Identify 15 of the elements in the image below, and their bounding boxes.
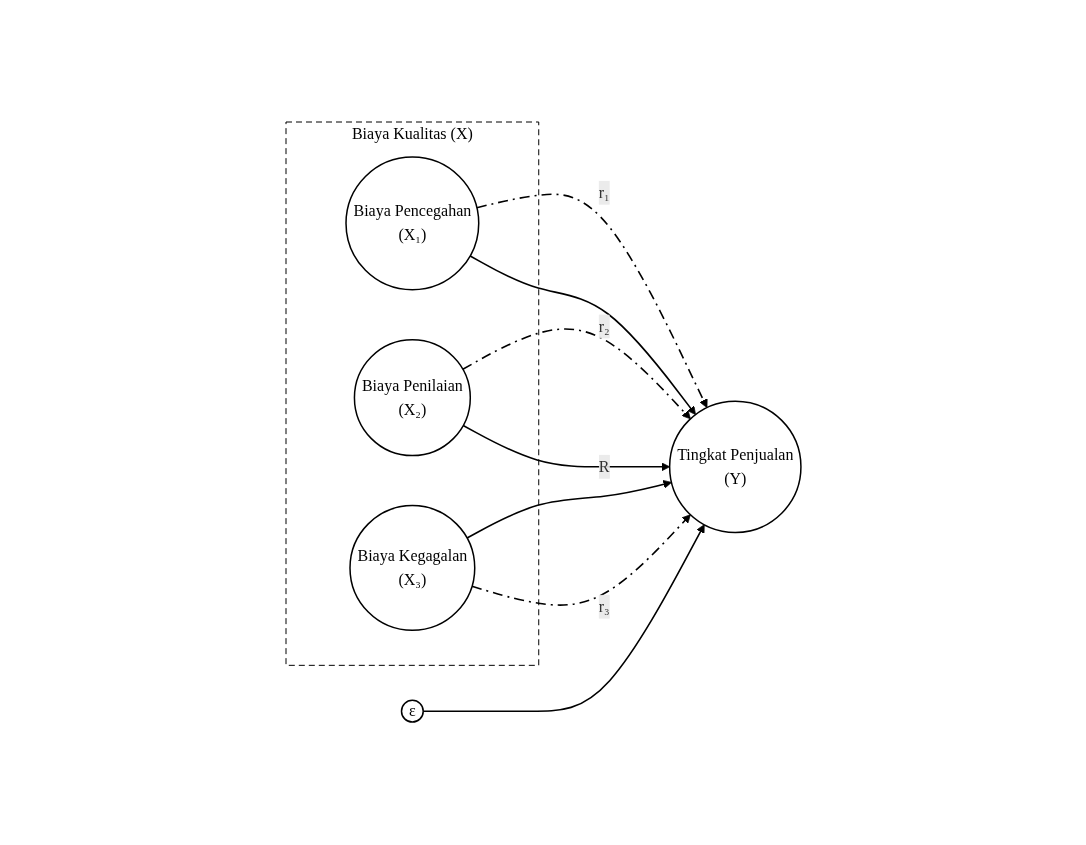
edge-label: r₁ — [598, 183, 610, 201]
arrow — [475, 193, 708, 408]
edge-label: R — [598, 457, 610, 475]
edge-label: r₂ — [598, 317, 610, 335]
node-circle: Biaya Penilaian (X₂) — [353, 338, 471, 457]
node-circle: Tingkat Penjualan (Y) — [668, 400, 802, 534]
arrow — [465, 479, 672, 539]
arrow — [468, 255, 696, 415]
node-circle: Biaya Pencegahan (X₁) — [344, 156, 479, 291]
arrow — [461, 328, 691, 420]
edge-label: r₃ — [598, 597, 610, 615]
arrow — [470, 514, 691, 606]
arrow — [461, 424, 670, 472]
node-circle: Biaya Kegagalan (X₃) — [348, 504, 475, 631]
node-circle: ε — [400, 699, 424, 723]
